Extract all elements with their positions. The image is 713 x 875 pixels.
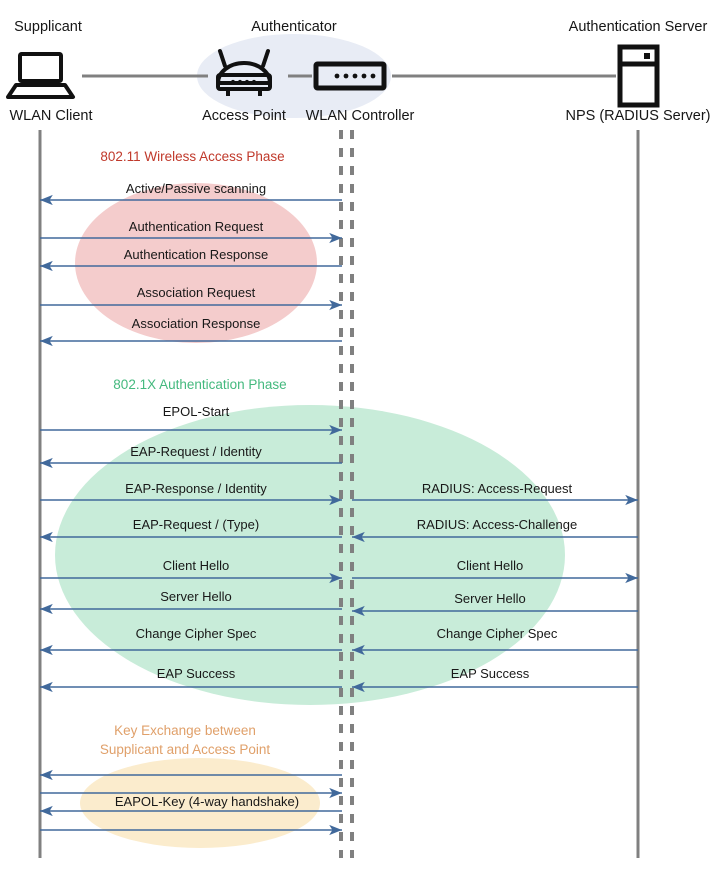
message-label-m11: Server Hello: [160, 589, 232, 604]
phase-key-exchange-ellipse: [80, 758, 320, 848]
message-label-m3: Authentication Response: [123, 247, 269, 262]
message-label-m9: EAP-Request / (Type): [132, 517, 260, 532]
message-label-m12: Change Cipher Spec: [135, 626, 257, 641]
message-label-m18: Change Cipher Spec: [436, 626, 558, 641]
actor-device-nps-radius: NPS (RADIUS Server): [565, 108, 711, 124]
message-label-m8: EAP-Response / Identity: [125, 481, 267, 496]
laptop-icon: [6, 52, 75, 99]
message-label-m13: EAP Success: [156, 666, 236, 681]
message-arrow-group: [40, 194, 638, 836]
message-label-m16: Client Hello: [456, 558, 524, 573]
message-label-m6: EPOL-Start: [162, 404, 230, 419]
lifeline-group: [38, 130, 640, 858]
message-label-m1: Active/Passive scanning: [125, 181, 267, 196]
server-rack-icon: [617, 44, 660, 108]
actor-device-wlan-controller: WLAN Controller: [305, 108, 415, 124]
actor-device-wlan-client: WLAN Client: [9, 108, 93, 124]
phase-label-8021x-auth: 802.1X Authentication Phase: [113, 377, 287, 392]
phase-label-key-exchange: Key Exchange between Supplicant and Acce…: [85, 721, 285, 759]
phase-wireless-access-ellipse: [75, 183, 317, 343]
actor-role-auth-server: Authentication Server: [568, 19, 708, 35]
message-label-m2: Authentication Request: [128, 219, 264, 234]
message-label-m4: Association Request: [136, 285, 256, 300]
message-label-m7: EAP-Request / Identity: [130, 444, 262, 459]
actor-device-access-point: Access Point: [202, 108, 286, 124]
message-label-m15: RADIUS: Access-Challenge: [416, 517, 578, 532]
message-label-m14: RADIUS: Access-Request: [421, 481, 573, 496]
message-label-m5: Association Response: [131, 316, 261, 331]
message-label-m22: EAPOL-Key (4-way handshake): [114, 794, 300, 809]
message-label-m19: EAP Success: [450, 666, 530, 681]
phase-ellipse-group: [55, 183, 565, 848]
wireless-access-point-icon: [216, 49, 272, 96]
phase-label-key-exchange-line1: Key Exchange between: [114, 723, 256, 738]
message-label-m17: Server Hello: [454, 591, 526, 606]
actor-role-supplicant: Supplicant: [14, 19, 82, 35]
message-label-m10: Client Hello: [162, 558, 230, 573]
phase-label-wireless-access: 802.11 Wireless Access Phase: [100, 149, 285, 164]
phase-label-key-exchange-line2: Supplicant and Access Point: [99, 742, 271, 757]
wlan-controller-icon: [313, 61, 387, 91]
phase-8021x-auth-ellipse: [55, 405, 565, 705]
actor-role-authenticator: Authenticator: [251, 19, 337, 35]
